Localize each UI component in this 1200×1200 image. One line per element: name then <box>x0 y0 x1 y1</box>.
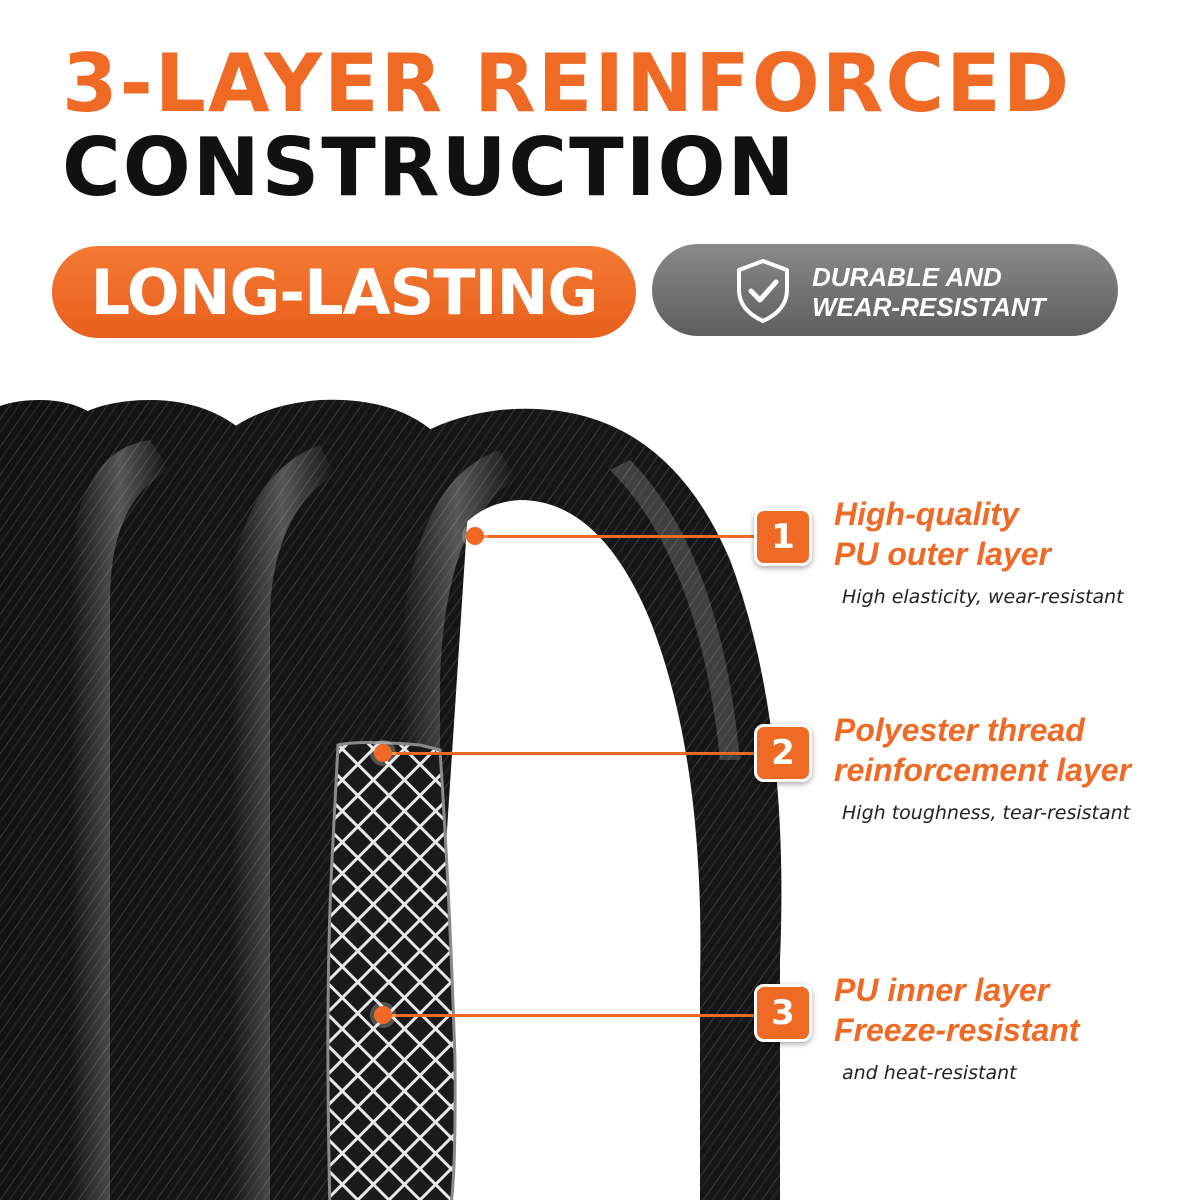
layer-number-2: 2 <box>771 733 795 773</box>
durable-label: DURABLE AND WEAR-RESISTANT <box>812 262 1046 322</box>
layer-description-2: High toughness, tear-resistant <box>842 802 1131 824</box>
callout-dot-2 <box>374 744 392 762</box>
layer-title-2-line-1: Polyester thread <box>834 712 1085 748</box>
layer-title-2-line-2: reinforcement layer <box>834 752 1132 788</box>
callout-dot-3 <box>374 1006 392 1024</box>
layer-description-1: High elasticity, wear-resistant <box>842 586 1124 608</box>
layer-title-1: High-quality PU outer layer <box>834 494 1051 574</box>
long-lasting-label: LONG-LASTING <box>90 255 599 329</box>
headline-line-1: 3-LAYER REINFORCED <box>62 37 1072 130</box>
layer-number-badge-2: 2 <box>754 724 812 782</box>
callout-line-2 <box>384 752 756 755</box>
layer-title-3: PU inner layer Freeze-resistant <box>834 970 1079 1050</box>
layer-number-1: 1 <box>771 517 795 557</box>
callout-line-3 <box>384 1014 756 1017</box>
layer-title-3-line-2: Freeze-resistant <box>834 1012 1080 1048</box>
layer-title-1-line-2: PU outer layer <box>834 536 1051 572</box>
layer-number-3: 3 <box>771 993 795 1033</box>
layer-number-badge-1: 1 <box>754 508 812 566</box>
layer-description-3: and heat-resistant <box>842 1062 1017 1084</box>
layer-title-3-line-1: PU inner layer <box>834 972 1050 1008</box>
durable-badge: DURABLE AND WEAR-RESISTANT <box>652 244 1118 336</box>
long-lasting-badge: LONG-LASTING <box>52 246 636 338</box>
shield-check-icon <box>737 259 789 323</box>
hose-cutaway-mesh <box>326 741 457 1200</box>
layer-title-1-line-1: High-quality <box>834 496 1019 532</box>
durable-label-line-1: DURABLE AND <box>812 262 1002 292</box>
headline-line-2: CONSTRUCTION <box>62 121 797 214</box>
layer-number-badge-3: 3 <box>754 984 812 1042</box>
layer-title-2: Polyester thread reinforcement layer <box>834 710 1131 790</box>
callout-dot-1 <box>466 527 484 545</box>
callout-line-1 <box>476 535 756 538</box>
durable-label-line-2: WEAR-RESISTANT <box>812 292 1046 322</box>
